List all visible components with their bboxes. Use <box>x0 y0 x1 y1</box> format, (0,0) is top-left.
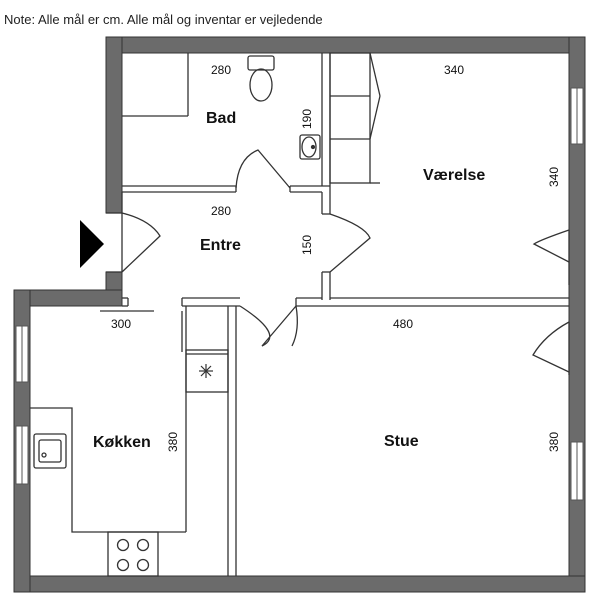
toilet-icon <box>247 55 275 102</box>
door-stue <box>239 305 298 347</box>
window-stue <box>570 441 584 501</box>
dim-bad-width: 280 <box>211 63 231 77</box>
fridge-cabinet <box>185 349 229 393</box>
dim-koekken-width: 300 <box>111 317 131 331</box>
room-label-vaerelse: Værelse <box>423 167 485 184</box>
door-vaerelse <box>329 213 371 273</box>
interior-walls <box>121 53 569 576</box>
entrance-door <box>106 212 161 273</box>
kitchen-sink-icon <box>33 433 67 469</box>
entrance-arrow-icon <box>80 220 104 268</box>
stove-icon <box>107 531 159 577</box>
dim-vaerelse-depth: 340 <box>547 167 561 187</box>
window-vaerelse <box>570 87 584 145</box>
dim-bad-depth: 190 <box>300 109 314 129</box>
note-text: Note: Alle mål er cm. Alle mål og invent… <box>4 12 323 27</box>
dim-stue-depth: 380 <box>547 432 561 452</box>
dim-koekken-depth: 380 <box>166 432 180 452</box>
room-label-bad: Bad <box>206 110 236 127</box>
washbasin-icon <box>299 134 321 160</box>
windows <box>15 87 584 501</box>
window-koekken-lower <box>15 425 29 485</box>
ventilation-icon <box>199 364 213 378</box>
window-koekken-upper <box>15 325 29 383</box>
window-sashes <box>532 229 570 375</box>
kitchen-counter <box>30 306 187 533</box>
dim-stue-width: 480 <box>393 317 413 331</box>
door-bad <box>235 149 291 189</box>
room-label-entre: Entre <box>200 237 241 254</box>
dim-vaerelse-width: 340 <box>444 63 464 77</box>
dim-entre-depth: 150 <box>300 235 314 255</box>
room-label-koekken: Køkken <box>93 434 151 451</box>
room-label-stue: Stue <box>384 433 419 450</box>
door-koekken <box>100 310 183 352</box>
wardrobe <box>329 52 381 184</box>
dim-entre-width: 280 <box>211 204 231 218</box>
shower <box>122 53 189 117</box>
